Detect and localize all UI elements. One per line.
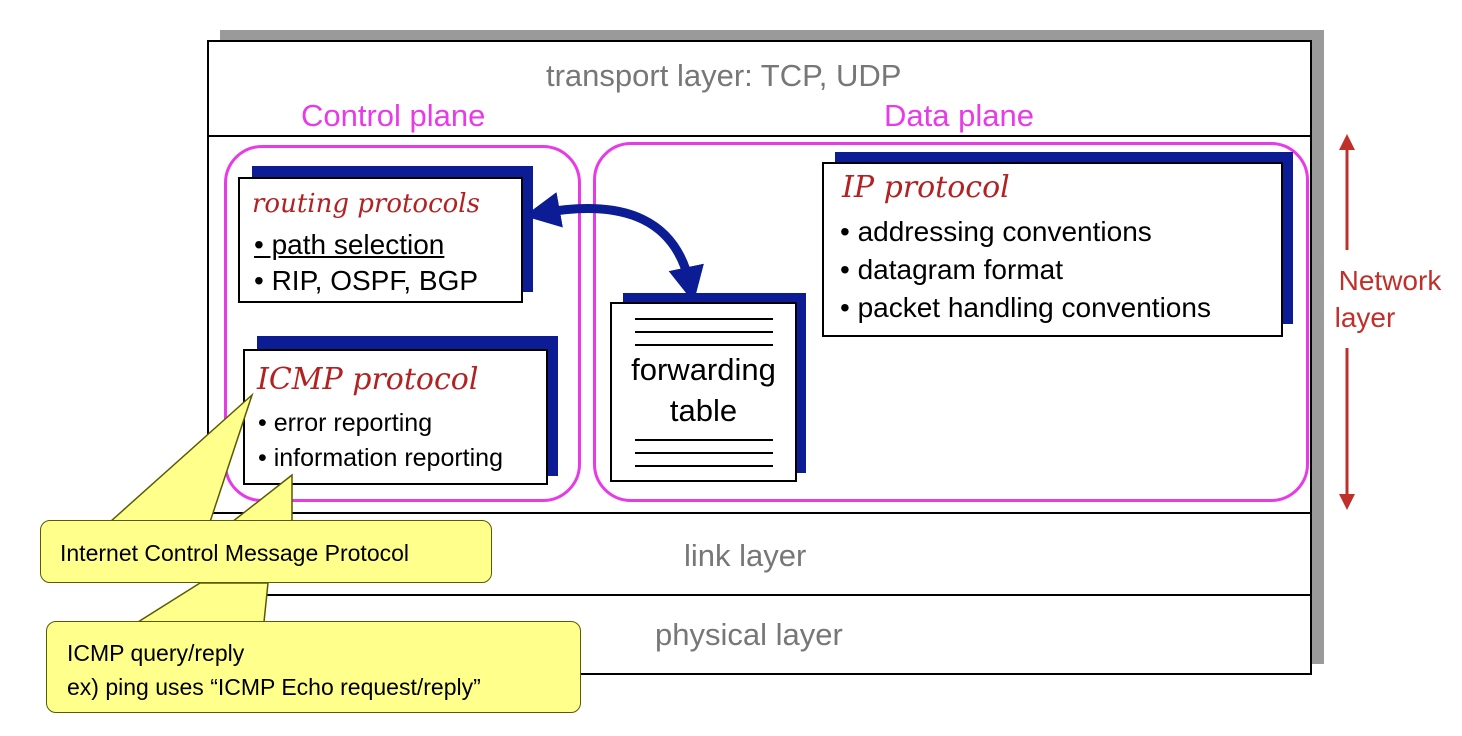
icmp-name-callout xyxy=(40,520,492,583)
forwarding-table-label-line1: forwarding xyxy=(631,352,776,387)
forwarding-table-lines xyxy=(635,318,773,467)
icmp-protocol-title: ICMP protocol xyxy=(257,362,479,397)
data-plane-title: Data plane xyxy=(884,98,1034,133)
icmp-query-callout-line2: ex) ping uses “ICMP Echo request/reply” xyxy=(67,674,481,700)
routing-protocols-card xyxy=(238,177,523,303)
ip-bullet-addressing: • addressing conventions xyxy=(840,216,1152,247)
data-plane-box xyxy=(593,142,1309,502)
icmp-query-callout xyxy=(46,621,581,713)
control-plane-title: Control plane xyxy=(301,98,486,133)
transport-layer-label: transport layer: TCP, UDP xyxy=(546,58,902,93)
icmp-query-callout-line1: ICMP query/reply xyxy=(67,640,245,666)
icmp-bullet-error-reporting: • error reporting xyxy=(258,409,433,437)
transport-divider xyxy=(207,135,1312,137)
physical-divider xyxy=(207,594,1312,596)
icmp-protocol-card xyxy=(243,349,548,485)
network-layer-arrow xyxy=(1339,134,1355,510)
control-plane-box xyxy=(224,145,581,502)
physical-layer-label: physical layer xyxy=(655,617,843,652)
forwarding-table-label-line2: table xyxy=(669,393,738,428)
icmp-name-callout-text: Internet Control Message Protocol xyxy=(60,540,410,566)
network-layer-label-line1: Network xyxy=(1338,265,1442,296)
routing-forwarding-double-arrow xyxy=(524,192,704,303)
icmp-bullet-information-reporting: • information reporting xyxy=(258,444,503,472)
link-divider xyxy=(207,512,1312,514)
ip-bullet-datagram-format: • datagram format xyxy=(840,254,1064,285)
routing-protocols-title: routing protocols xyxy=(252,189,480,219)
network-layer-label-line2: layer xyxy=(1334,302,1396,333)
routing-bullet-path-selection: • path selection xyxy=(254,229,445,260)
link-layer-label: link layer xyxy=(684,538,807,573)
ip-bullet-packet-handling: • packet handling conventions xyxy=(840,292,1211,323)
ip-protocol-title: IP protocol xyxy=(842,170,1010,205)
routing-bullet-rip-ospf-bgp: • RIP, OSPF, BGP xyxy=(254,265,479,296)
ip-protocol-card xyxy=(822,162,1283,337)
